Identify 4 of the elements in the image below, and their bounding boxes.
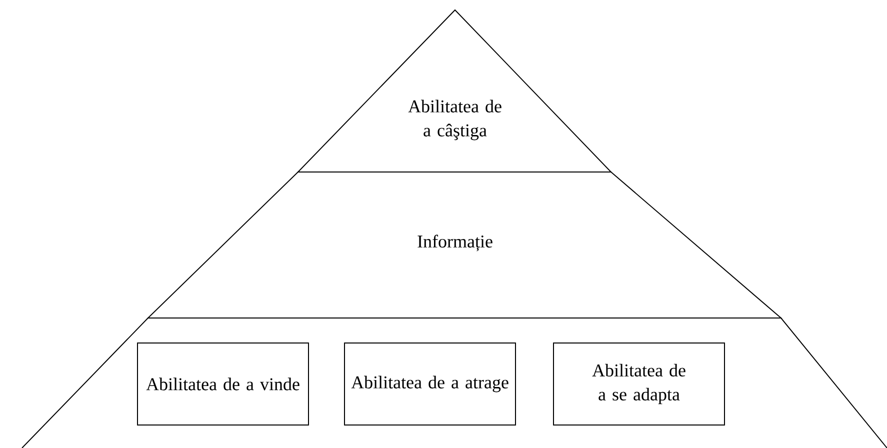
- text-box: Abilitatea de a atrage: [344, 342, 516, 426]
- pyramid-level: [22, 318, 887, 448]
- text-box: Abilitatea de a vinde: [137, 342, 309, 426]
- text-box: Abilitatea de a se adapta: [553, 342, 725, 426]
